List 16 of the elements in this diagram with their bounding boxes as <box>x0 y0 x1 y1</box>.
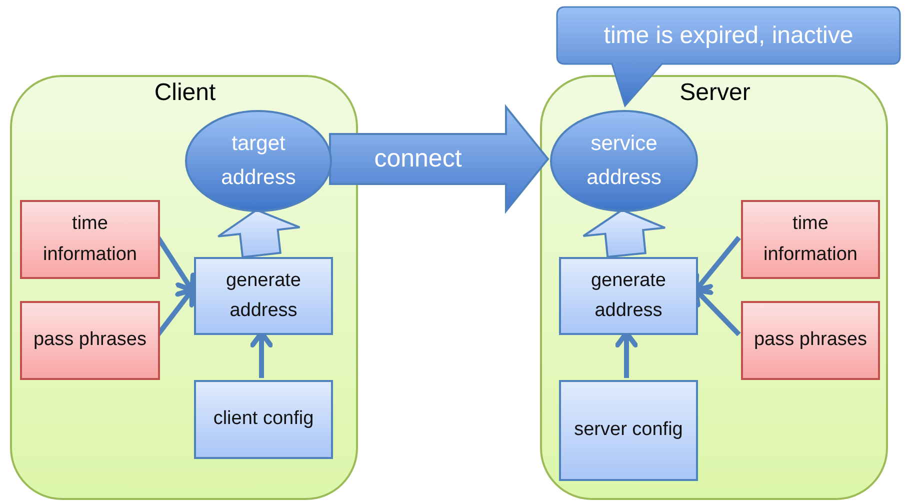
input-box: pass phrases <box>741 301 880 380</box>
edge-label: connect <box>374 144 462 174</box>
process-box: client config <box>194 380 333 459</box>
input-box: time information <box>20 200 160 279</box>
process-box: generate address <box>194 257 333 335</box>
input-box: time information <box>741 200 880 279</box>
input-box: pass phrases <box>20 301 160 380</box>
panel-title: Client <box>153 79 217 107</box>
process-box: generate address <box>559 257 698 335</box>
address-ellipse: service address <box>550 110 698 212</box>
address-ellipse: target address <box>185 110 332 212</box>
client-panel <box>10 75 358 500</box>
server-panel <box>540 75 888 500</box>
panel-title: Server <box>678 79 752 107</box>
process-box: server config <box>559 380 698 481</box>
block-arrow <box>329 104 550 214</box>
